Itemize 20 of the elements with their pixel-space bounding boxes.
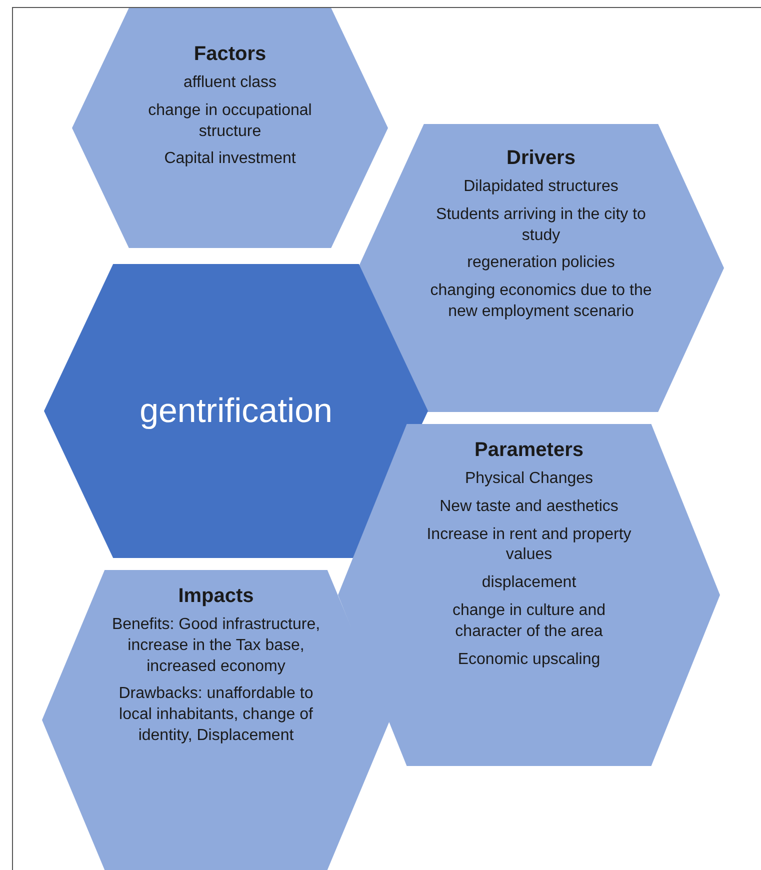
list-item: Economic upscaling xyxy=(458,650,600,670)
list-item: changing economics due to the new employment scenario xyxy=(430,281,652,322)
list-item: Increase in rent and property values xyxy=(426,524,632,566)
list-item: Benefits: Good infrastructure, increase in the Tax base, increased economy xyxy=(110,615,322,677)
list-item: Drawbacks: unaffordable to local inhabitants, change of identity, Displacement xyxy=(118,684,314,746)
list-item: affluent class xyxy=(183,73,277,93)
center-title: gentrification xyxy=(140,390,332,432)
list-item: change in culture and character of the area xyxy=(452,600,606,642)
list-item: Physical Changes xyxy=(464,469,594,489)
hexagon-heading: Drivers xyxy=(506,146,576,171)
hexagon-heading: Parameters xyxy=(474,438,584,463)
list-item: Dilapidated structures xyxy=(464,177,618,197)
list-item: regeneration policies xyxy=(467,253,615,274)
list-item: New taste and aesthetics xyxy=(440,496,618,517)
list-item: Capital investment xyxy=(164,149,296,170)
list-item: Students arriving in the city to study xyxy=(435,204,647,246)
hexagon-heading: Factors xyxy=(194,42,266,67)
hexagon-heading: Impacts xyxy=(178,584,254,609)
list-item: displacement xyxy=(482,573,576,594)
list-item: change in occupational structure xyxy=(147,100,313,142)
